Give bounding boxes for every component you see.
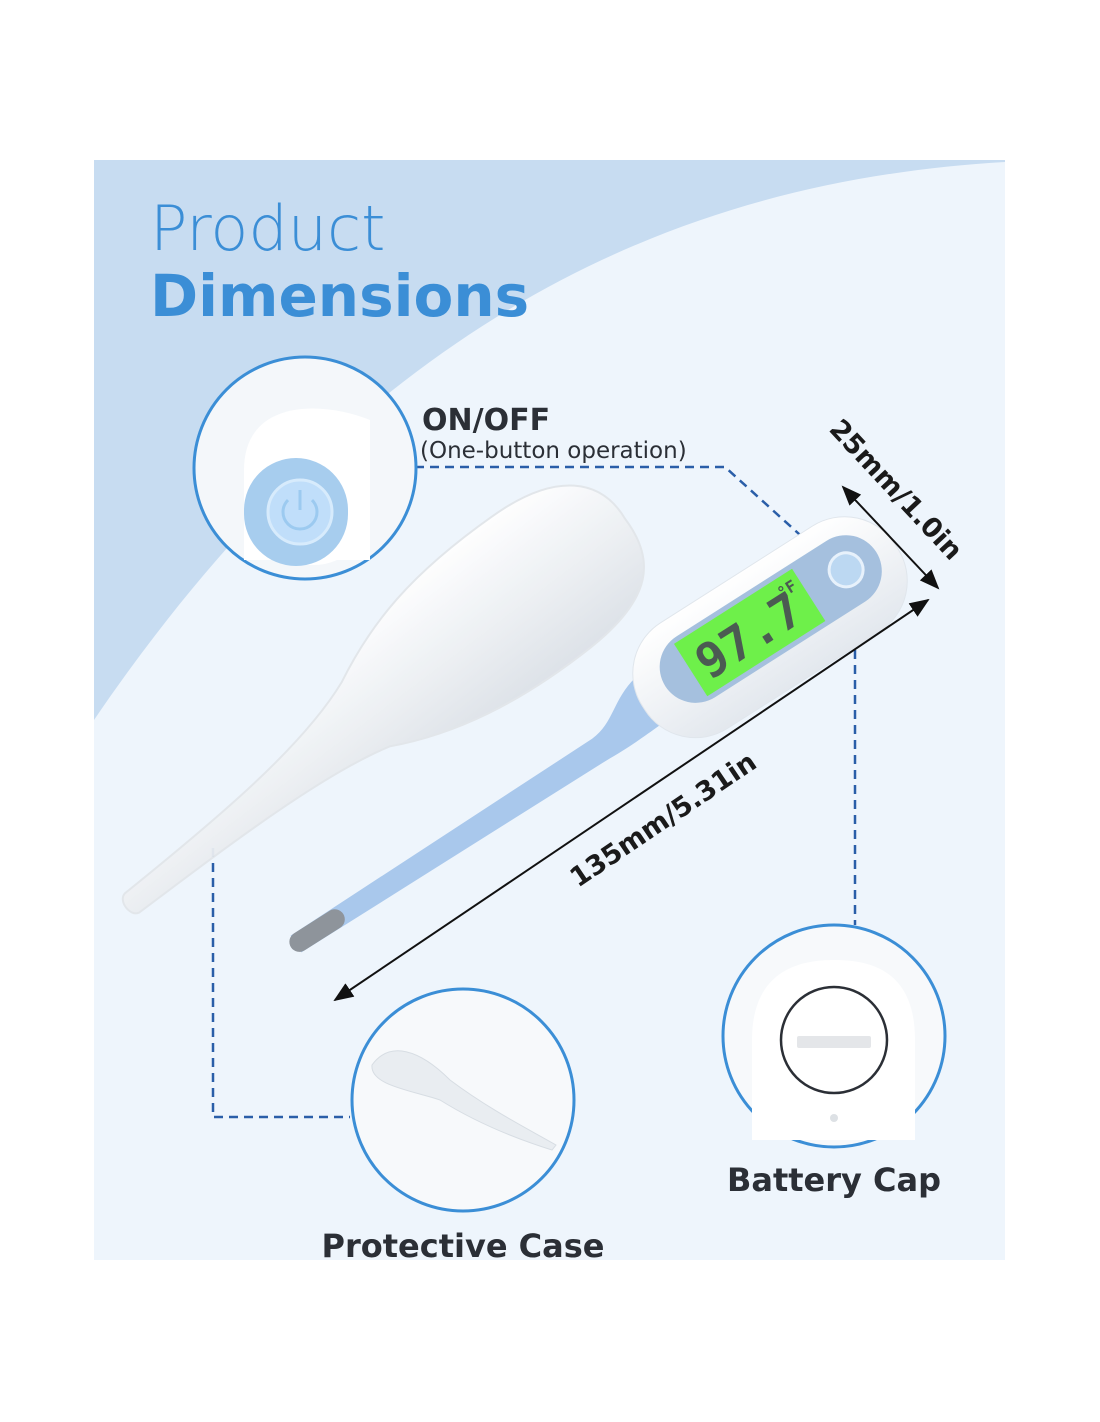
battery-cap-callout <box>721 923 947 1149</box>
length-dimension-line <box>333 598 930 1002</box>
width-dimension-line <box>841 485 940 590</box>
case-leader-line <box>211 848 350 1119</box>
title-line2: Dimensions <box>150 262 529 330</box>
title-line1: Product <box>150 192 385 265</box>
power-leader-line <box>415 465 821 554</box>
battery-cap-label: Battery Cap <box>727 1161 941 1199</box>
power-button-callout <box>192 355 418 581</box>
background-swoosh <box>94 160 1005 720</box>
power-label: ON/OFF <box>422 403 550 438</box>
power-icon <box>266 478 334 546</box>
power-sublabel: (One-button operation) <box>420 438 687 464</box>
protective-case-label: Protective Case <box>322 1227 605 1265</box>
protective-case-callout <box>350 987 576 1213</box>
